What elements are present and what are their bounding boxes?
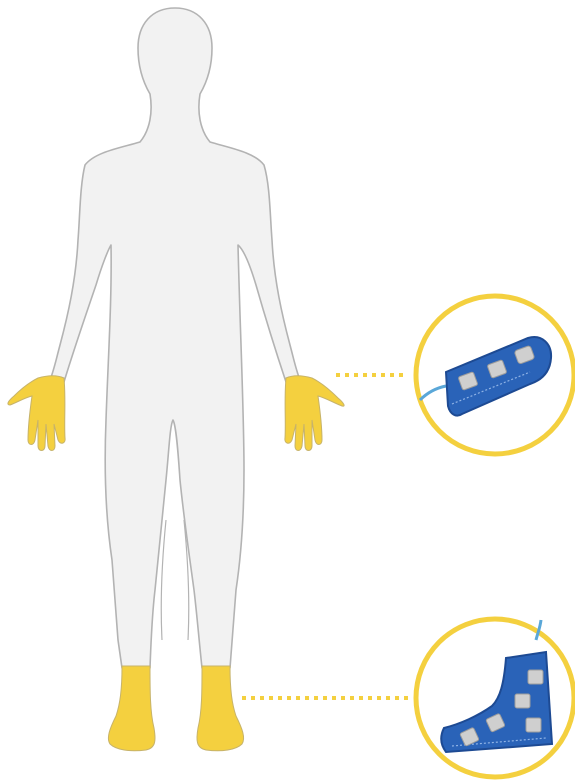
- right-foot-highlight: [197, 666, 244, 751]
- foot-callout-ring: [416, 619, 574, 777]
- human-body-outline: [50, 8, 300, 668]
- left-hand-highlight: [8, 376, 65, 451]
- body-silhouette: [50, 8, 300, 668]
- left-foot-highlight: [108, 666, 155, 751]
- right-hand: [285, 376, 344, 451]
- hand-callout: [416, 296, 574, 454]
- foot-callout: [416, 619, 574, 777]
- left-hand: [8, 376, 65, 451]
- right-foot: [197, 666, 244, 751]
- right-hand-highlight: [285, 376, 344, 451]
- left-foot: [108, 666, 155, 751]
- inner-leg-line: [161, 520, 166, 640]
